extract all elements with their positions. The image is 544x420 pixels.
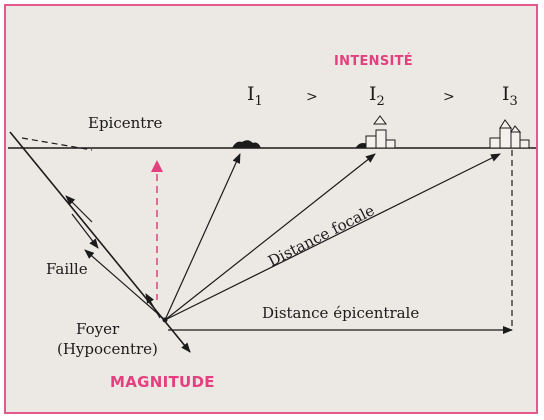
fault-surface-dash xyxy=(21,137,93,151)
fault-slip-arrow-down xyxy=(71,213,99,249)
damaged-house-i2-icon xyxy=(355,115,396,149)
fault-slip-arrow-up xyxy=(65,195,93,223)
focus-point xyxy=(162,317,168,323)
epicentre-vertical-arrowhead xyxy=(151,160,163,172)
i1-subscript: 1 xyxy=(254,93,263,109)
epicentral-distance-label: Distance épicentrale xyxy=(262,304,420,322)
ray-to-i1 xyxy=(164,153,241,321)
rubble-i1-icon xyxy=(232,140,261,148)
i2-letter: I xyxy=(369,83,377,105)
ray-to-i2 xyxy=(164,153,376,321)
i2-subscript: 2 xyxy=(376,93,385,109)
houses-i3-icon xyxy=(489,119,530,149)
intensity-i3-label: I3 xyxy=(502,85,518,108)
magnitude-label: MAGNITUDE xyxy=(110,373,215,391)
intensity-title: INTENSITÉ xyxy=(334,54,413,69)
fault-label: Faille xyxy=(46,260,88,278)
figure-frame xyxy=(4,4,538,414)
greater-than-1: > xyxy=(306,89,318,105)
hypocentre-label: (Hypocentre) xyxy=(57,340,158,358)
i3-letter: I xyxy=(502,83,510,105)
focus-label: Foyer xyxy=(76,320,120,338)
intensity-i2-label: I2 xyxy=(369,85,385,108)
greater-than-2: > xyxy=(443,89,455,105)
i3-subscript: 3 xyxy=(509,93,518,109)
ray-to-i3 xyxy=(164,153,501,321)
epicentre-label: Epicentre xyxy=(88,114,163,132)
intensity-i1-label: I1 xyxy=(247,85,263,108)
i1-letter: I xyxy=(247,83,255,105)
ray-to-epicentre-zone xyxy=(84,249,166,321)
